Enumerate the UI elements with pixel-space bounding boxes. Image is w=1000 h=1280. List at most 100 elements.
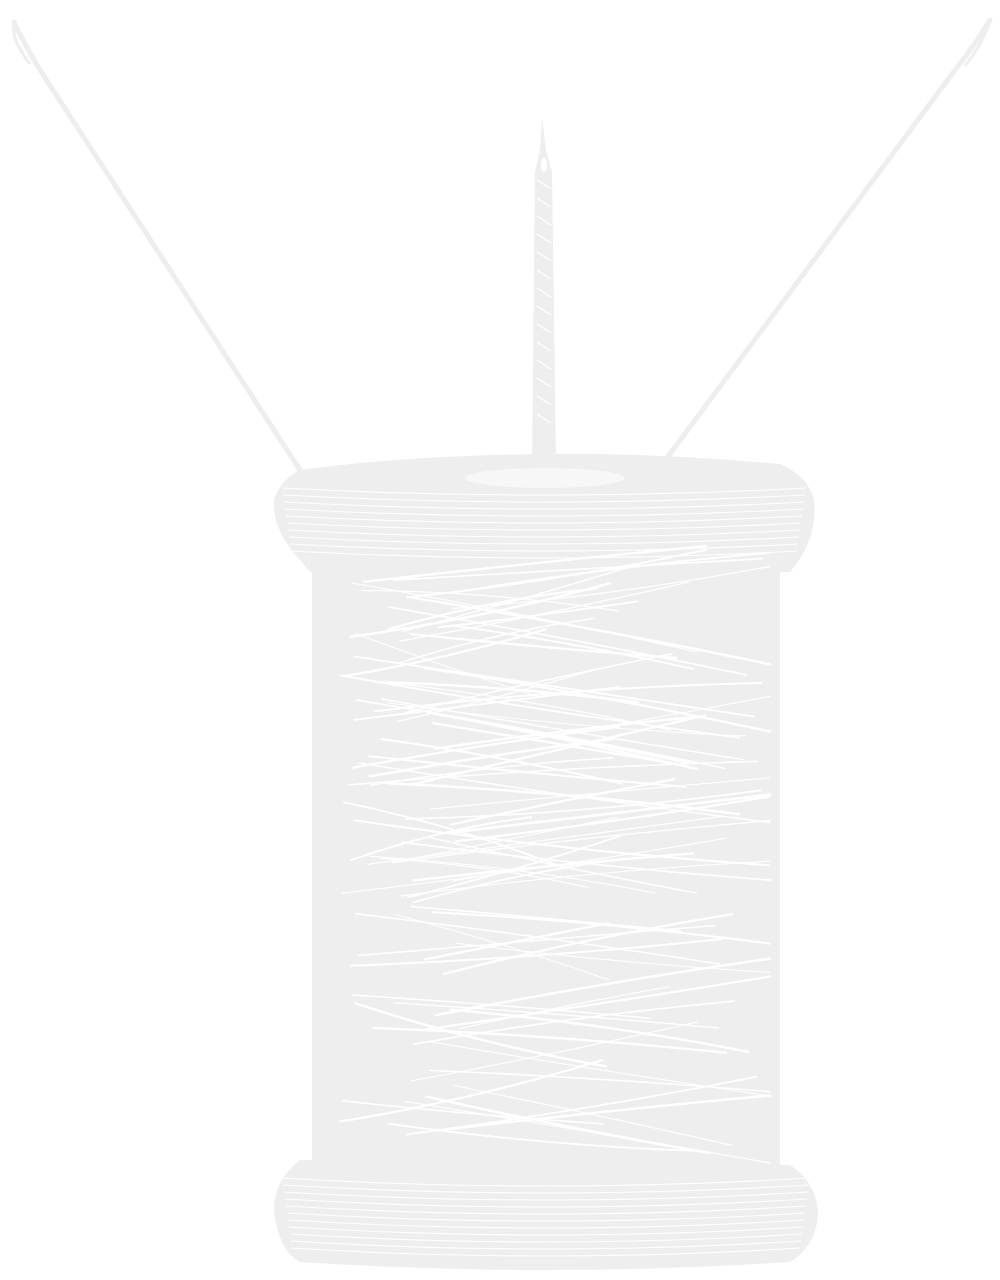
thread-winding [352, 725, 620, 769]
thread-winding [442, 913, 733, 975]
thread-winding [374, 682, 763, 713]
thread-winding [349, 582, 612, 638]
thread-winding [355, 699, 726, 769]
thread-winding [380, 738, 623, 785]
thread-winding [438, 600, 639, 629]
thread-winding [406, 816, 618, 861]
bottom-flange-line [287, 1219, 805, 1229]
bottom-flange-line [288, 1226, 804, 1236]
thread-winding [429, 1041, 771, 1097]
spool-icon [273, 453, 818, 1270]
thread-winding [393, 557, 764, 581]
needle-hatch [536, 323, 552, 334]
spool-bottom-flange [274, 1160, 818, 1270]
spool-top-hole [465, 468, 625, 488]
bottom-flange-line [291, 1247, 801, 1257]
thread-winding [431, 911, 772, 945]
thread-end-left [11, 21, 32, 65]
thread-winding [434, 957, 772, 1017]
needle-hatch [536, 251, 552, 262]
flange-engraving-lines [281, 487, 811, 1257]
thread-winding [450, 624, 695, 670]
thread-winding [387, 587, 598, 631]
thread-winding [350, 937, 724, 967]
thread-winding [452, 715, 698, 770]
needle-hatch [536, 269, 552, 280]
needle-hatch [536, 359, 552, 370]
thread-winding [405, 789, 762, 820]
needle-hatch [536, 305, 552, 316]
thread-winding [354, 1002, 608, 1068]
needle-hatch [536, 341, 552, 352]
needle-hatch [536, 179, 552, 190]
thread-winding [386, 680, 640, 704]
needle-icon [532, 118, 556, 462]
thread-winding [427, 836, 698, 894]
thread-winding [351, 994, 652, 1020]
thread-winding [454, 795, 772, 843]
thread-winding [425, 1095, 711, 1155]
thread-winding [449, 778, 676, 826]
thread-winding [387, 781, 741, 816]
thread-winding [369, 757, 614, 787]
thread-winding [353, 819, 770, 867]
thread-winding [412, 1000, 736, 1046]
top-flange-line [286, 522, 802, 531]
thread-winding [455, 942, 771, 973]
needle-hatch [536, 413, 552, 424]
top-flange-line [283, 501, 805, 510]
top-flange-line [288, 536, 800, 545]
thread-winding [444, 793, 772, 835]
thread-strands [11, 17, 993, 559]
thread-winding [353, 655, 756, 718]
bottom-flange-line [282, 1184, 810, 1194]
thread-winding [453, 1084, 734, 1147]
needle-eye [541, 158, 547, 172]
needle-hatch [536, 287, 552, 298]
thread-winding [401, 860, 771, 897]
thread-winding [409, 632, 678, 660]
top-flange-line [284, 508, 804, 517]
thread-winding [380, 857, 589, 888]
thread-winding [434, 1094, 772, 1132]
thread-strand-left [11, 19, 375, 559]
bottom-flange-line [284, 1198, 808, 1208]
needle-shaft [532, 118, 556, 462]
thread-winding [394, 1002, 720, 1029]
bottom-flange-line [286, 1212, 806, 1222]
thread-winding [428, 1069, 771, 1093]
needle-hatch [536, 395, 552, 406]
thread-winding [449, 1008, 750, 1054]
thread-winding [387, 1122, 700, 1152]
thread-winding [398, 617, 594, 664]
thread-winding [367, 815, 724, 865]
thread-winding [350, 816, 533, 862]
thread-winding [409, 714, 707, 787]
top-flange-line [287, 529, 801, 538]
bottom-flange-line [281, 1177, 811, 1187]
thread-winding [458, 986, 670, 1030]
thread-winding [424, 975, 772, 1031]
top-flange-line [281, 487, 807, 496]
thread-strand-right [645, 17, 993, 483]
thread-windings [339, 544, 772, 1164]
thread-winding [342, 801, 558, 866]
bottom-flange-line [283, 1191, 809, 1201]
thread-winding [350, 582, 698, 653]
thread-winding [341, 1100, 604, 1125]
thread-winding [397, 668, 596, 722]
top-flange-line [290, 550, 798, 559]
thread-winding [432, 722, 682, 766]
thread-winding [339, 674, 741, 739]
thread-winding [452, 565, 771, 610]
thread-winding [409, 905, 682, 932]
thread-winding [368, 755, 686, 788]
thread-winding [363, 544, 707, 583]
thread-winding [341, 837, 727, 894]
bottom-flange-line [289, 1233, 803, 1243]
thread-winding [339, 1058, 604, 1123]
thread-winding [423, 922, 610, 961]
needle-hatch [536, 215, 552, 226]
